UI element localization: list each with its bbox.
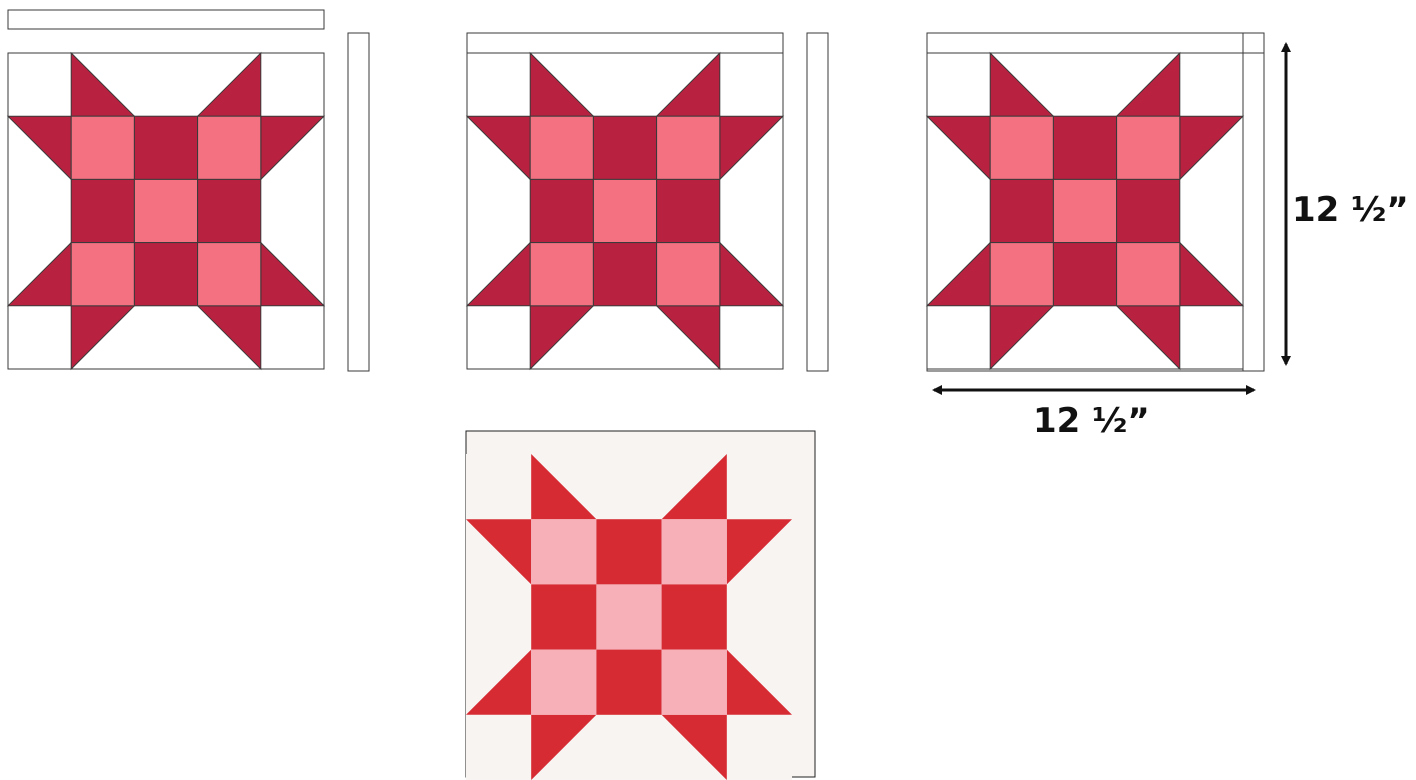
star-block-step-1 xyxy=(6,51,326,371)
dark-center-square xyxy=(197,178,262,244)
light-center-square xyxy=(1052,178,1118,244)
light-center-square xyxy=(596,584,662,650)
light-center-square xyxy=(656,242,721,307)
light-center-square xyxy=(531,519,597,585)
block-outline xyxy=(466,52,784,370)
dark-center-square xyxy=(596,649,662,715)
light-center-square xyxy=(661,649,727,715)
light-center-square xyxy=(133,178,199,244)
dark-center-square xyxy=(133,242,199,307)
block-outline xyxy=(7,52,325,370)
light-center-square xyxy=(656,115,721,180)
star-point-triangle xyxy=(466,519,532,585)
star-point-triangle xyxy=(661,454,727,520)
dark-center-square xyxy=(70,178,135,244)
dark-center-square xyxy=(531,584,597,650)
light-center-square xyxy=(661,519,727,585)
light-center-square xyxy=(592,178,658,244)
light-center-square xyxy=(197,115,262,180)
star-point-triangle xyxy=(466,649,532,715)
dark-center-square xyxy=(1052,115,1118,180)
finished-block-photo xyxy=(466,454,792,780)
star-point-triangle xyxy=(531,714,597,780)
dark-center-square xyxy=(1116,178,1181,244)
light-center-square xyxy=(529,115,594,180)
dark-center-square xyxy=(592,115,658,180)
light-center-square xyxy=(531,649,597,715)
star-point-triangle xyxy=(531,454,597,520)
light-center-square xyxy=(1116,242,1181,307)
dark-center-square xyxy=(596,519,662,585)
side-border-strip-2 xyxy=(806,32,829,372)
light-center-square xyxy=(989,242,1054,307)
dark-center-square xyxy=(989,178,1054,244)
side-border-strip xyxy=(347,32,370,372)
star-block-step-3 xyxy=(925,51,1245,371)
block-outline xyxy=(926,52,1244,370)
dark-center-square xyxy=(656,178,721,244)
dark-center-square xyxy=(133,115,199,180)
star-point-triangle xyxy=(661,714,727,780)
attached-top-strip xyxy=(466,32,784,54)
light-center-square xyxy=(529,242,594,307)
light-center-square xyxy=(197,242,262,307)
star-block-step-2 xyxy=(465,51,785,371)
light-center-square xyxy=(989,115,1054,180)
width-dimension-label: 12 ½” xyxy=(1033,401,1150,441)
dark-center-square xyxy=(592,242,658,307)
dark-center-square xyxy=(1052,242,1118,307)
light-center-square xyxy=(1116,115,1181,180)
top-border-strip xyxy=(7,9,325,30)
light-center-square xyxy=(70,242,135,307)
dark-center-square xyxy=(529,178,594,244)
dark-center-square xyxy=(661,584,727,650)
star-point-triangle xyxy=(726,519,792,585)
height-dimension-label: 12 ½” xyxy=(1292,190,1409,230)
light-center-square xyxy=(70,115,135,180)
star-point-triangle xyxy=(726,649,792,715)
